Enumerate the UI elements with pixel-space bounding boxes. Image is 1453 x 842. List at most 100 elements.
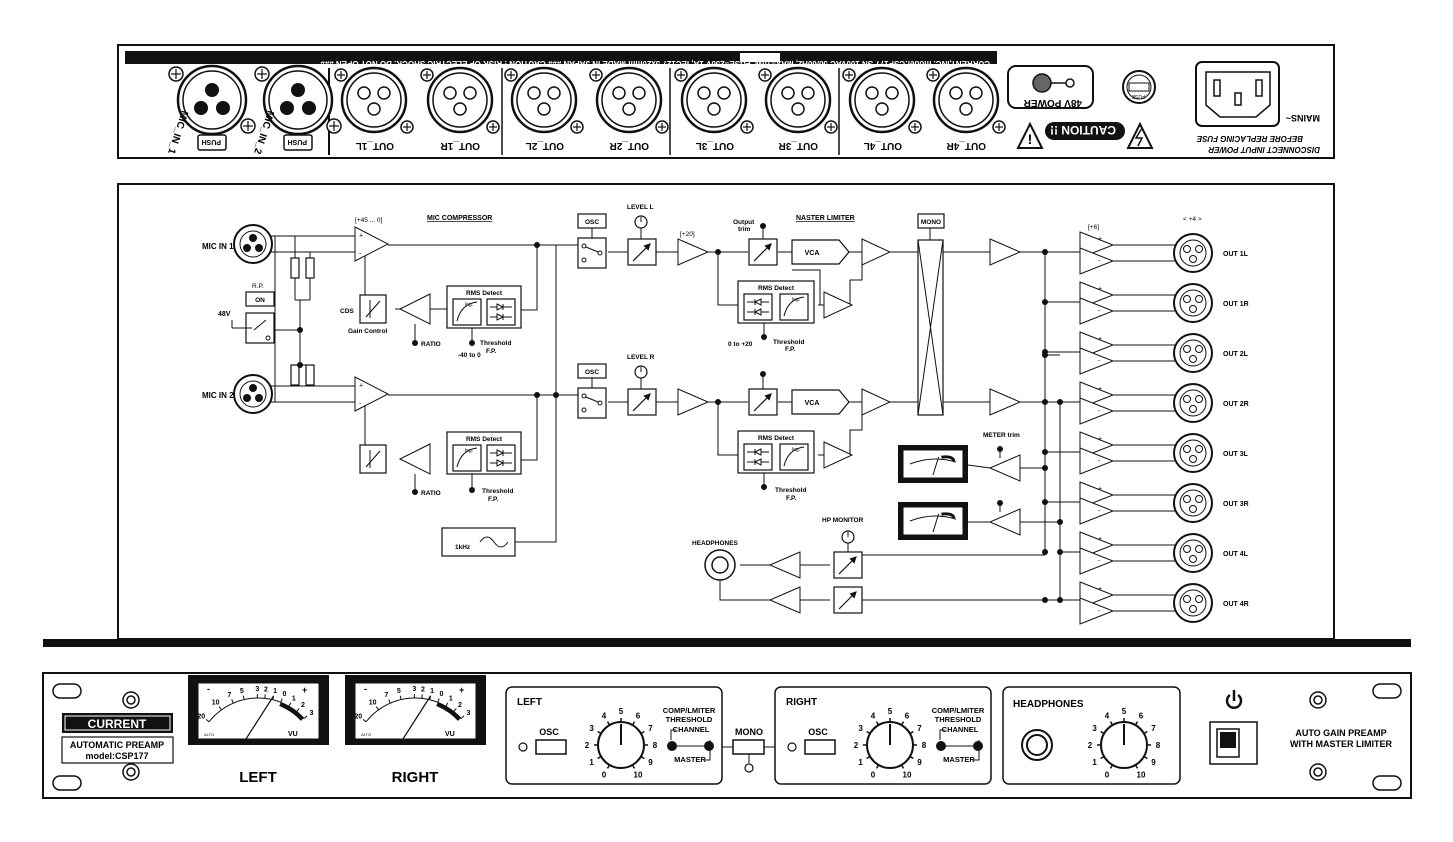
svg-text:+: + (359, 383, 363, 390)
rear-output-4[interactable]: OUT_2R (589, 66, 669, 151)
log-label: log. (792, 297, 800, 303)
channel-select-led[interactable] (936, 741, 946, 751)
buffer-amp-1 (989, 238, 1022, 266)
vu-scale-label: 2 (421, 686, 425, 693)
gain-20-label: [+20] (680, 231, 695, 238)
rear-output-label: OUT_1R (440, 140, 480, 151)
power-switch[interactable] (1209, 690, 1258, 765)
osc-led (787, 742, 797, 752)
knob-scale-label: 1 (1092, 758, 1097, 767)
diagram-output-label: OUT 3L (1223, 451, 1249, 458)
rear-output-2[interactable]: OUT_1R (420, 66, 500, 151)
knob-scale-label: 6 (1139, 712, 1144, 721)
svg-text:+: + (1098, 436, 1102, 443)
level-r-label: LEVEL R (627, 354, 655, 361)
vu-scale-label: 2 (301, 702, 305, 709)
svg-text:-: - (1098, 458, 1101, 465)
rear-panel: CURRENT,INC. model:CSP177 SN 100VAC 50/6… (117, 44, 1335, 159)
svg-text:+: + (302, 685, 307, 695)
master-select-led[interactable] (973, 741, 983, 751)
fuse-label: FUSE (1131, 93, 1145, 99)
output-amp-minus-4 (1079, 397, 1115, 425)
channel-label: CHANNEL (673, 725, 710, 734)
osc-button[interactable] (535, 739, 567, 755)
fuse-holder[interactable]: FUSE (1122, 70, 1156, 104)
section-title: HEADPHONES (1013, 699, 1084, 710)
osc-button-label (577, 213, 607, 229)
log-label: log. (792, 447, 800, 453)
rear-output-1[interactable]: OUT_1L (334, 66, 414, 151)
rear-output-6[interactable]: OUT_3R (758, 66, 838, 151)
svg-text:+: + (1098, 336, 1102, 343)
selector-label-1: COMP/LMITER (663, 706, 716, 715)
log-label: log. (465, 302, 473, 308)
mic-in-1-jack (233, 224, 273, 264)
log-block (779, 443, 809, 471)
mono-switch-label (917, 213, 945, 229)
vu-scale-label: 1 (449, 696, 453, 703)
caution-text: CAUTION !! (1050, 123, 1116, 137)
knob-scale-label: 7 (648, 724, 653, 733)
output-amp-minus-2 (1079, 297, 1115, 325)
rack-hole (1372, 775, 1402, 791)
osc-button-label: OSC (808, 727, 828, 737)
rear-output-8[interactable]: OUT_4R (926, 66, 1006, 151)
knob-scale-label: 0 (871, 770, 876, 779)
knob-scale-label: 3 (1092, 724, 1097, 733)
rp-label: R.P. (252, 283, 264, 290)
threshold-label: Threshold (480, 340, 511, 347)
diagram-output-label: OUT 3R (1223, 501, 1249, 508)
diagram-output-label: OUT 4R (1223, 601, 1249, 608)
meter-title-left: LEFT (239, 769, 277, 786)
gain-range-label: [+45 ... 0] (355, 217, 382, 224)
mains-inlet[interactable]: MAINS~ (1195, 61, 1320, 127)
knob-scale-label: 4 (871, 712, 876, 721)
fp-label: F.P. (488, 496, 499, 503)
diagram-output-label: OUT 1R (1223, 301, 1249, 308)
mono-button[interactable] (732, 739, 765, 755)
oscillator-1khz (441, 527, 516, 557)
vu-unit-label: VU (288, 731, 298, 738)
section-title: LEFT (517, 697, 542, 708)
vu-scale-label: 10 (212, 700, 220, 707)
output-amp-minus-5 (1079, 447, 1115, 475)
rear-output-label: OUT_3L (696, 140, 734, 151)
channel-select-led[interactable] (667, 741, 677, 751)
rear-output-label: OUT_2L (526, 140, 564, 151)
mains-label: MAINS~ (1286, 113, 1320, 123)
rack-separator (43, 639, 1411, 647)
rectifier-block (486, 298, 516, 326)
input-amp-2 (354, 376, 390, 412)
svg-text:-: - (1098, 258, 1101, 265)
detector-amp-1 (823, 291, 854, 319)
master-select-led[interactable] (704, 741, 714, 751)
svg-text:+: + (459, 685, 464, 695)
push-latch[interactable]: PUSH (283, 134, 313, 151)
rms-detect-label: RMS Detect (758, 435, 795, 442)
rear-output-5[interactable]: OUT_3L (674, 66, 754, 151)
vu-scale-label: 3 (467, 710, 471, 717)
vu-scale-label: 5 (397, 688, 401, 695)
mono-led (744, 763, 754, 773)
push-latch[interactable]: PUSH (197, 134, 227, 151)
vu-scale-label: 10 (369, 700, 377, 707)
push-label: PUSH (288, 138, 307, 145)
svg-text:-: - (1098, 408, 1101, 415)
rear-output-3[interactable]: OUT_2L (504, 66, 584, 151)
level-4-label: < +4 > (1183, 216, 1202, 223)
ratio-amp-2 (398, 443, 431, 475)
output-amp-minus-7 (1079, 547, 1115, 575)
osc-button[interactable] (804, 739, 836, 755)
phantom-power-switch[interactable]: 48V POWER (1007, 65, 1094, 109)
diagram-output-label: OUT 2R (1223, 401, 1249, 408)
vu-scale-label: 0 (439, 691, 443, 698)
knob-scale-label: 10 (634, 770, 643, 779)
rear-output-7[interactable]: OUT_4L (842, 66, 922, 151)
